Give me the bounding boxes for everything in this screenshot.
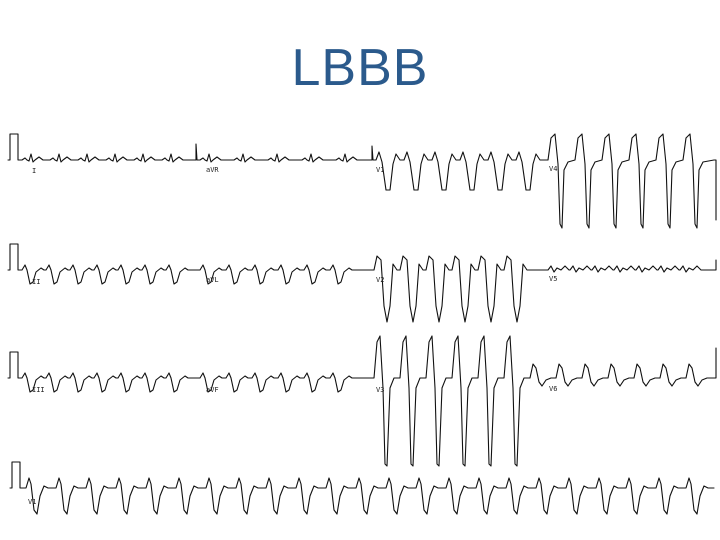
- ecg-trace-row-2: [7, 243, 717, 323]
- lead-label-rhythm-v1: V1: [28, 498, 36, 506]
- lead-label-v6: V6: [549, 385, 557, 393]
- lead-label-iii: III: [32, 386, 45, 394]
- lead-label-avr: aVR: [206, 166, 219, 174]
- lead-label-v3: V3: [376, 386, 384, 394]
- lead-label-v5: V5: [549, 275, 557, 283]
- ecg-trace-row-3: [7, 335, 717, 467]
- lead-label-v2: V2: [376, 276, 384, 284]
- lead-label-i: I: [32, 167, 36, 175]
- lead-label-avl: aVL: [206, 276, 219, 284]
- ecg-trace-row-1: [7, 133, 717, 229]
- lead-label-v4: V4: [549, 165, 557, 173]
- lead-label-v1: V1: [376, 166, 384, 174]
- lead-label-ii: II: [32, 278, 40, 286]
- slide-title: LBBB: [291, 39, 429, 97]
- lead-label-avf: aVF: [206, 386, 219, 394]
- ecg-trace-rhythm-strip: [9, 461, 715, 515]
